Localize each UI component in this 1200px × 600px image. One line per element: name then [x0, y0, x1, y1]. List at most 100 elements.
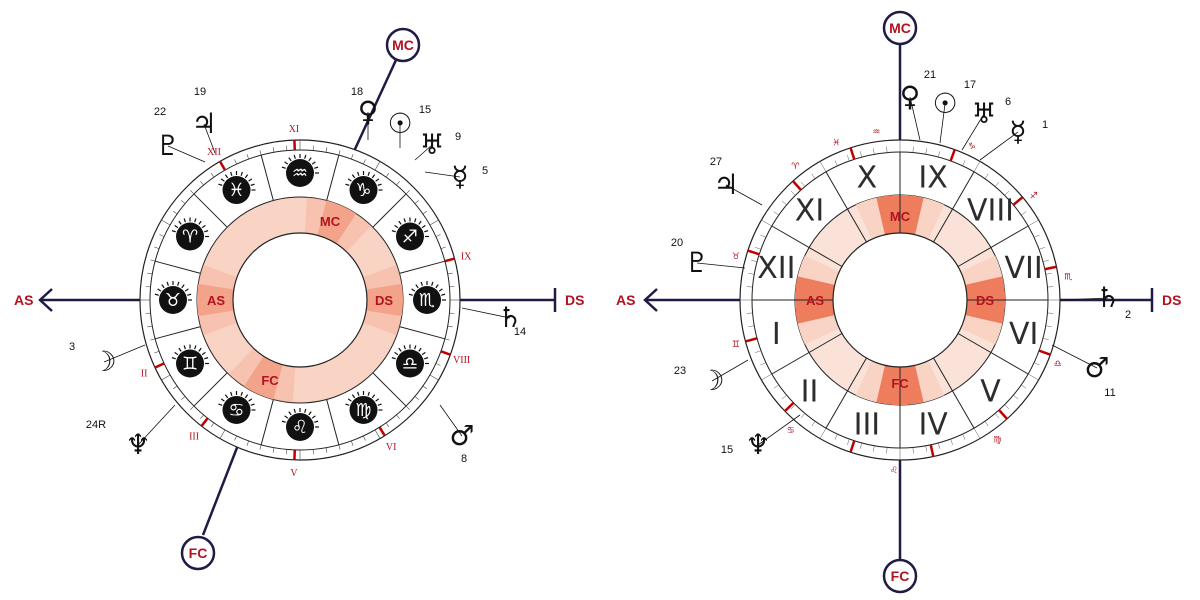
degree-tick	[374, 429, 381, 439]
sign-divider	[372, 193, 407, 228]
degree-tick	[755, 350, 762, 353]
house-label: VIII	[453, 355, 470, 366]
left-as-label: AS	[14, 292, 33, 308]
sign-divider	[193, 193, 228, 228]
degree-tick	[819, 161, 827, 172]
degree-tick	[351, 154, 354, 160]
degree-tick	[405, 190, 410, 195]
degree-tick	[1047, 286, 1054, 288]
angle-zone	[366, 283, 404, 317]
capricorn-icon: ♑	[345, 171, 383, 205]
planet-sun: ☉15	[387, 104, 431, 148]
degree-tick	[984, 173, 989, 179]
planet-degree: 2	[1125, 309, 1131, 321]
planet-degree: 8	[461, 453, 467, 465]
planet-leader-line	[424, 171, 461, 178]
as-arrow-icon	[38, 288, 53, 312]
degree-tick	[1028, 219, 1039, 227]
degree-tick	[834, 434, 838, 440]
degree-tick	[811, 173, 816, 179]
sign-divider	[154, 326, 201, 340]
degree-tick	[1042, 338, 1049, 341]
degree-tick	[746, 312, 753, 314]
degree-tick	[200, 181, 204, 186]
sign-divider	[372, 372, 407, 407]
house-cusp-tick	[378, 426, 386, 437]
angle-zone-fade	[304, 197, 372, 252]
degree-tick	[760, 362, 766, 366]
sun-icon: ☉	[932, 87, 957, 120]
sign-cusp-tick	[784, 401, 795, 413]
house-label: II	[141, 369, 148, 380]
degree-tick	[800, 181, 806, 187]
degree-tick	[435, 363, 441, 366]
angle-zone-fade	[228, 348, 296, 403]
left-ds-label: DS	[565, 292, 584, 308]
degree-tick	[962, 434, 966, 440]
planet-degree: 5	[482, 165, 488, 177]
sagittarius-icon-glyph: ♐	[402, 227, 418, 248]
mercury-icon: ☿	[1009, 115, 1026, 148]
planet-leader-line	[725, 184, 763, 206]
planet-leader-line	[711, 359, 749, 382]
degree-tick	[834, 160, 838, 166]
sign-cusp-tick	[792, 180, 802, 191]
planet-degree: 6	[1005, 96, 1011, 108]
house-divider	[957, 333, 1029, 375]
aquarius-icon: ♒	[281, 154, 319, 187]
degree-tick	[819, 428, 827, 439]
degree-tick	[338, 150, 341, 156]
right-band-ds-label: DS	[976, 293, 994, 308]
scorpio-icon: ♏	[408, 281, 446, 314]
degree-tick	[447, 325, 453, 328]
planet-degree: 22	[154, 106, 166, 118]
planet-leader-line	[1059, 297, 1109, 301]
degree-tick	[760, 234, 766, 238]
degree-tick	[938, 151, 941, 158]
degree-tick	[435, 234, 441, 237]
degree-tick	[385, 172, 390, 178]
sign-divider	[260, 399, 274, 446]
degree-tick	[1034, 362, 1040, 366]
angle-zone	[243, 356, 283, 400]
scorpio-icon-glyph: ♏	[419, 290, 435, 311]
libra-small-icon: ♎	[1054, 360, 1062, 370]
right-band-mc-label: MC	[890, 209, 911, 224]
planet-leader-line	[461, 307, 511, 319]
degree-tick	[790, 404, 796, 410]
uranus-icon: ♅	[419, 128, 444, 161]
gemini-icon-glyph: ♊	[182, 354, 198, 375]
planet-degree: 20	[671, 237, 683, 249]
house-number: I	[772, 317, 781, 352]
planet-uranus: ♅9	[414, 128, 461, 161]
planet-neptune: ♆24R	[86, 404, 176, 461]
degree-tick	[886, 146, 888, 153]
degree-tick	[1021, 384, 1027, 389]
house-number: XII	[757, 251, 795, 286]
right-band-fc-label: FC	[891, 376, 909, 391]
planet-leader-line	[961, 113, 985, 151]
angle-zone-fade	[197, 264, 238, 336]
sign-markers: ♒♑♐♏♎♍♌♋♊♉♈♓	[732, 128, 1073, 476]
planet-pluto: ♇20	[671, 237, 746, 279]
planet-degree: 15	[721, 444, 733, 456]
moon-icon: ☽	[699, 364, 724, 397]
virgo-icon: ♍	[345, 390, 383, 424]
degree-tick	[811, 421, 816, 427]
degree-tick	[272, 147, 275, 153]
gemini-small-icon: ♊	[732, 340, 740, 350]
degree-tick	[190, 405, 195, 410]
sun-icon: ☉	[387, 107, 412, 140]
degree-tick	[210, 172, 215, 178]
degree-tick	[873, 148, 875, 155]
sign-divider	[326, 154, 340, 201]
saturn-icon: ♄	[1095, 281, 1120, 314]
degree-tick	[1038, 247, 1045, 250]
mercury-icon: ☿	[451, 160, 468, 193]
libra-icon: ♎	[391, 344, 429, 378]
planet-neptune: ♆15	[721, 414, 801, 461]
cancer-small-icon: ♋	[787, 426, 795, 436]
sign-dividers	[154, 154, 446, 446]
